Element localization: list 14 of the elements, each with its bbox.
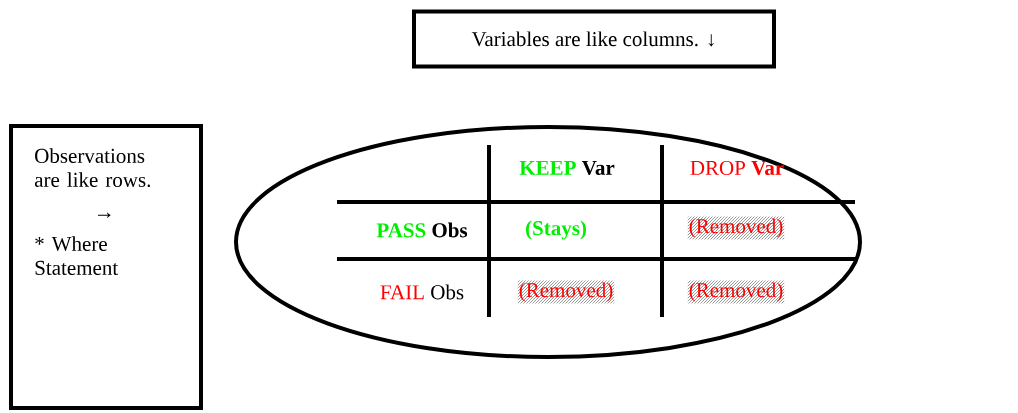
oval: [234, 125, 862, 359]
node-label: Observations are like rows.: [34, 148, 151, 188]
hatched-cell: (Removed): [689, 282, 783, 302]
text-box: [9, 124, 203, 410]
text-box: Variables are like columns. ↓: [412, 9, 776, 69]
hatched-cell: (Removed): [519, 282, 613, 302]
node-label: * Where Statement: [35, 236, 119, 275]
node-label: →: [97, 212, 111, 218]
row-header: PASS Obs: [376, 222, 468, 238]
hatched-cell: (Removed): [689, 218, 783, 238]
row-header: FAIL Obs: [380, 284, 464, 300]
column-header: DROP Var: [690, 160, 784, 176]
column-header: KEEP Var: [519, 160, 615, 176]
cell-text: (Stays): [526, 220, 586, 240]
